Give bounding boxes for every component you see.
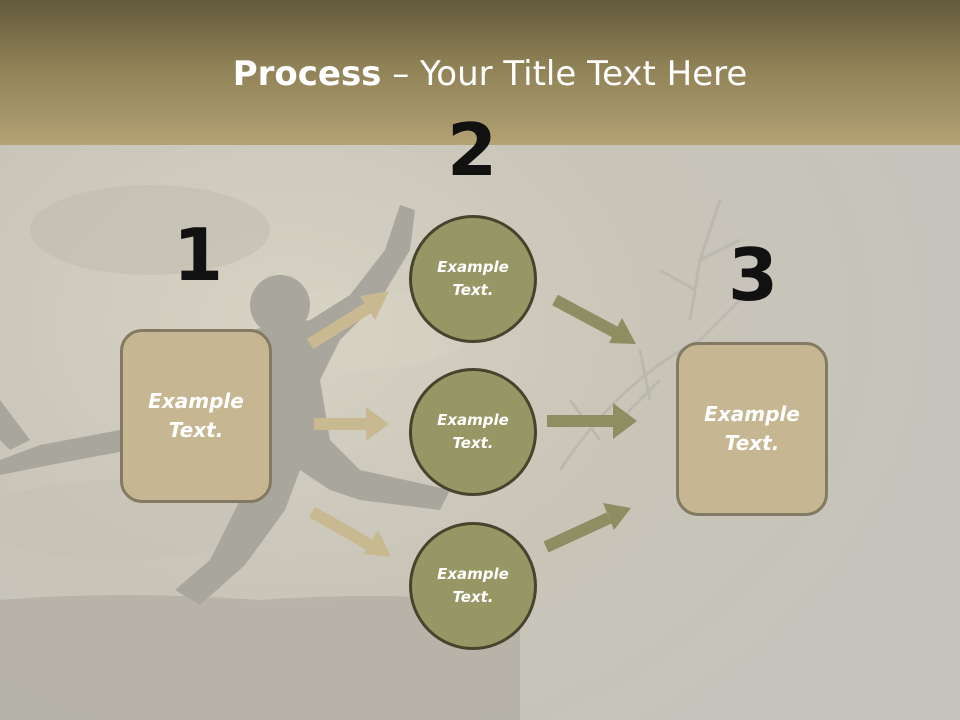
arrow-left-to-top [306,291,389,350]
title-rest: – Your Title Text Here [381,54,748,94]
title-bold: Process [232,54,382,94]
arrow-top-to-right [552,294,636,344]
step-number-2: 2 [446,108,498,192]
circle-top-text: Example Text. [437,258,509,299]
arrow-left-to-bottom [309,506,391,557]
circle-bottom: Example Text. [409,522,537,650]
circle-middle-text: Example Text. [437,411,509,452]
left-box-text: Example Text. [148,389,244,442]
dancer-silhouette [0,205,520,720]
circle-middle: Example Text. [409,368,537,496]
arrow-left-to-middle [314,407,389,441]
left-box: Example Text. [120,329,272,503]
arrow-middle-to-right [547,403,637,439]
right-box: Example Text. [676,342,828,516]
title-bar [0,0,960,145]
arrow-bottom-to-right [543,503,631,553]
circle-bottom-text: Example Text. [437,565,509,606]
right-box-text: Example Text. [704,402,800,455]
slide-title: Process – Your Title Text Here [0,52,960,96]
circle-top: Example Text. [409,215,537,343]
step-number-3: 3 [727,233,779,317]
step-number-1: 1 [172,213,224,297]
